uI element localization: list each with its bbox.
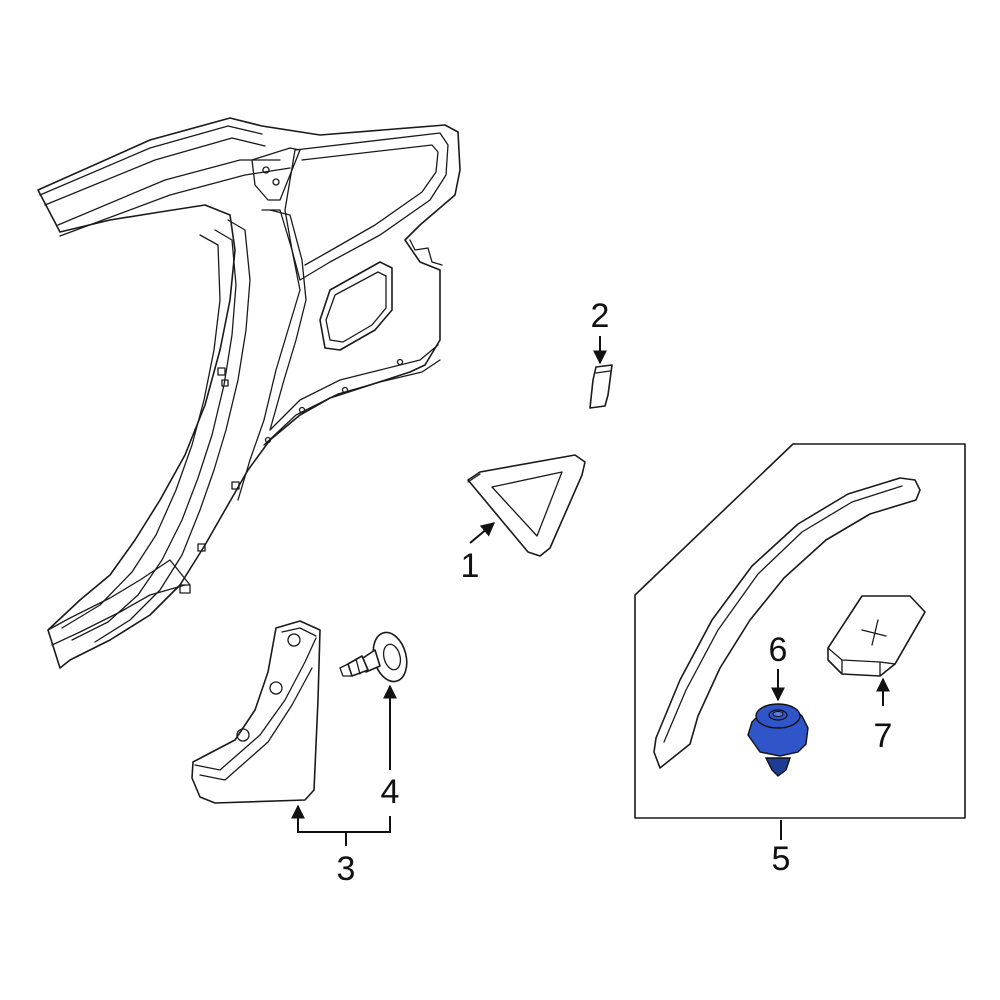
part-4-screw[interactable]: [339, 629, 412, 686]
callout-1: 1: [461, 547, 480, 585]
callout-3: 3: [337, 850, 356, 888]
part-3-mud-flap[interactable]: [191, 620, 321, 804]
callout-4: 4: [381, 773, 400, 811]
part-1-triangle-cover[interactable]: [467, 454, 586, 557]
part-7-foam-pad[interactable]: [827, 595, 926, 677]
part-6-push-clip[interactable]: [747, 703, 809, 777]
callout-6: 6: [769, 631, 788, 669]
wheel-arch-molding[interactable]: [653, 477, 921, 769]
part-2-clip[interactable]: [589, 364, 613, 409]
callout-2: 2: [591, 297, 610, 335]
part-5-kit-box: [634, 443, 966, 819]
quarter-panel-illustration: [37, 117, 461, 669]
callout-7: 7: [874, 717, 893, 755]
callout-5: 5: [772, 840, 791, 878]
